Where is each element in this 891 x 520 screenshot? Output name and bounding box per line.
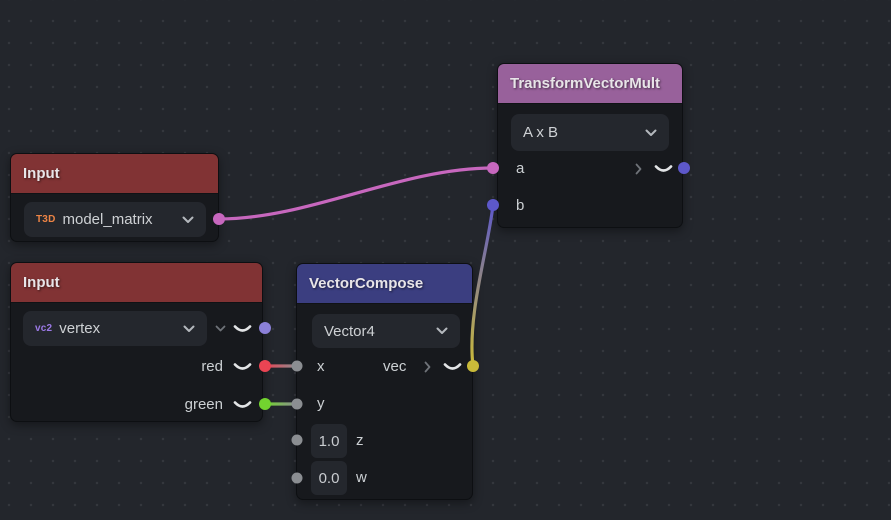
node-header[interactable]: VectorCompose: [297, 264, 472, 304]
preview-closed-eye-icon[interactable]: [653, 163, 673, 175]
z-value: 1.0: [318, 432, 340, 450]
node-title: TransformVectorMult: [510, 75, 661, 92]
node-header[interactable]: Input: [11, 154, 218, 194]
node-input-model-matrix[interactable]: Input T3D model_matrix: [10, 153, 219, 242]
w-value-field[interactable]: 0.0: [311, 461, 347, 495]
node-header[interactable]: Input: [11, 263, 262, 303]
vector2-type-icon: vc2: [35, 323, 53, 334]
dropdown-value: A x B: [523, 124, 559, 141]
dropdown-value: model_matrix: [62, 211, 153, 228]
output-vec-label: vec: [383, 358, 407, 375]
preview-closed-eye-icon[interactable]: [442, 361, 462, 373]
transform3d-type-icon: T3D: [36, 214, 56, 225]
port-a-input[interactable]: [487, 162, 499, 174]
input-source-dropdown[interactable]: vc2 vertex: [23, 311, 207, 346]
input-x-label: x: [317, 358, 325, 375]
expand-port-toggle-icon[interactable]: [634, 162, 644, 176]
input-z-label: z: [356, 432, 364, 449]
operation-dropdown[interactable]: A x B: [511, 114, 669, 151]
input-a-label: a: [516, 160, 525, 177]
node-header[interactable]: TransformVectorMult: [498, 64, 682, 104]
port-vec-output[interactable]: [467, 360, 479, 372]
wire-model-matrix-to-a: [218, 166, 494, 221]
node-input-vertex[interactable]: Input vc2 vertex red green: [10, 262, 263, 422]
node-title: Input: [23, 165, 60, 182]
output-red-label: red: [201, 358, 223, 375]
dropdown-value: vertex: [59, 320, 101, 337]
node-transform-vector-mult[interactable]: TransformVectorMult A x B a b: [497, 63, 683, 228]
chevron-down-icon: [645, 129, 657, 136]
w-value: 0.0: [318, 469, 340, 487]
chevron-down-icon: [183, 325, 195, 332]
dropdown-value: Vector4: [324, 322, 375, 340]
port-z-input[interactable]: [291, 434, 303, 446]
z-value-field[interactable]: 1.0: [311, 424, 347, 458]
port-model-matrix-output[interactable]: [213, 213, 225, 225]
port-b-input[interactable]: [487, 199, 499, 211]
wire-vec-to-b: [470, 204, 495, 367]
port-green-output[interactable]: [259, 398, 271, 410]
input-b-label: b: [516, 197, 525, 214]
preview-closed-eye-icon[interactable]: [232, 399, 252, 411]
port-y-input[interactable]: [291, 398, 303, 410]
node-title: VectorCompose: [309, 275, 424, 292]
node-title: Input: [23, 274, 60, 291]
preview-closed-eye-icon[interactable]: [232, 323, 252, 335]
output-green-label: green: [184, 396, 223, 413]
chevron-down-icon: [436, 327, 448, 334]
port-w-input[interactable]: [291, 472, 303, 484]
node-vector-compose[interactable]: VectorCompose Vector4 x vec y 1.0 z 0.0 …: [296, 263, 473, 500]
port-vertex-output[interactable]: [259, 322, 271, 334]
chevron-down-icon: [182, 216, 194, 223]
vector-type-dropdown[interactable]: Vector4: [312, 314, 460, 348]
expand-port-toggle-icon[interactable]: [423, 360, 433, 374]
preview-closed-eye-icon[interactable]: [232, 361, 252, 373]
input-y-label: y: [317, 395, 325, 412]
port-x-input[interactable]: [291, 360, 303, 372]
collapse-port-toggle-icon[interactable]: [213, 322, 227, 336]
input-w-label: w: [356, 469, 367, 486]
port-transform-vector-mult-output[interactable]: [678, 162, 690, 174]
port-red-output[interactable]: [259, 360, 271, 372]
input-source-dropdown[interactable]: T3D model_matrix: [24, 202, 206, 237]
